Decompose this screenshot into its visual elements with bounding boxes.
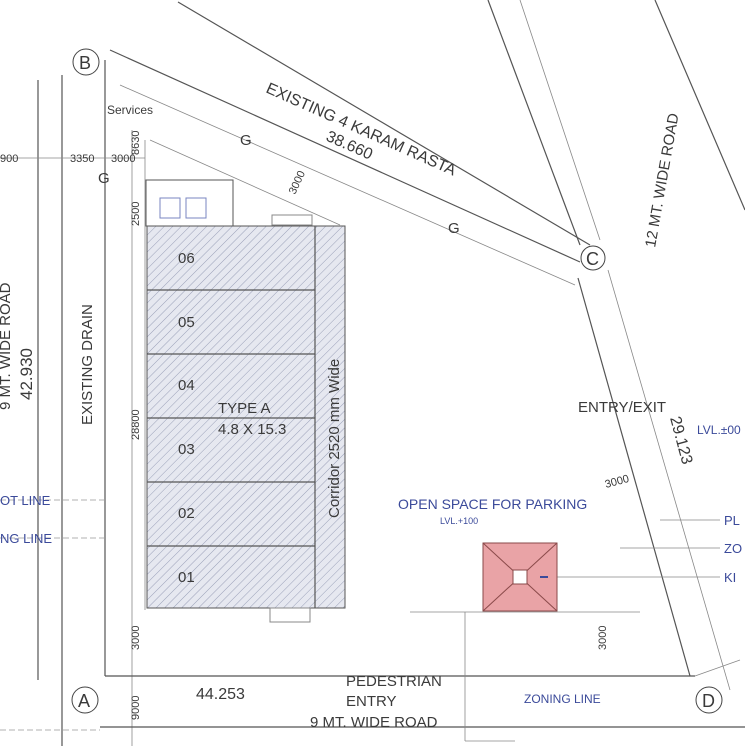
left-length: 42.930 [17, 348, 36, 400]
svg-text:C: C [586, 249, 599, 269]
unit-04: 04 [178, 377, 195, 394]
unit-01: 01 [178, 569, 195, 586]
parking-label: OPEN SPACE FOR PARKING [398, 496, 587, 512]
svg-text:B: B [79, 53, 91, 73]
right-road-label: 12 MT. WIDE ROAD [642, 112, 682, 249]
services-label: Services [107, 103, 153, 117]
entry-exit-label: ENTRY/EXIT [578, 399, 666, 416]
kiosk-right-label: KI [724, 570, 736, 585]
kiosk [482, 542, 558, 612]
services-block [145, 179, 313, 227]
zoning-line-bottom-label: ZONING LINE [524, 692, 601, 706]
left-boundary-lines [0, 60, 146, 746]
dim-9000: 9000 [130, 696, 142, 720]
dim-8630: 8630 [130, 131, 142, 155]
gas-line-marker: G [98, 170, 110, 187]
unit-labels: 06 05 04 03 02 01 [178, 250, 195, 586]
drain-label: EXISTING DRAIN [79, 304, 96, 425]
grid-marker-d: D [695, 686, 723, 714]
svg-text:A: A [78, 691, 90, 711]
gas-line-marker: G [240, 132, 252, 149]
grid-marker-c: C [580, 245, 606, 271]
dim-3000: 3000 [130, 626, 142, 650]
karam-rasta-label: EXISTING 4 KARAM RASTA [263, 80, 458, 179]
svg-text:D: D [702, 691, 715, 711]
parking-level: LVL.+100 [440, 516, 478, 526]
unit-06: 06 [178, 250, 195, 267]
zoning-line-left-label: NG LINE [0, 531, 52, 546]
grid-marker-a: A [71, 686, 99, 714]
right-length: 29.123 [666, 415, 695, 467]
entry-label: ENTRY [346, 693, 397, 710]
unit-05: 05 [178, 314, 195, 331]
dim-3000: 3000 [287, 169, 308, 196]
gas-line-marker: G [448, 220, 460, 237]
karam-rasta-lines [109, 1, 591, 286]
bottom-boundary-lines [0, 519, 745, 742]
dim-3000: 3000 [597, 626, 609, 650]
dim-2500: 2500 [130, 202, 142, 226]
pedestrian-label: PEDESTRIAN [346, 673, 442, 690]
dim-3000: 3000 [111, 153, 135, 165]
bottom-length: 44.253 [196, 686, 245, 703]
type-size: 4.8 X 15.3 [218, 421, 286, 438]
corridor-label: Corridor 2520 mm Wide [326, 359, 343, 518]
zoning-line-right-label: ZO [724, 541, 742, 556]
type-label: TYPE A [218, 400, 271, 417]
plot-line-right-label: PL [724, 513, 740, 528]
dim-900: 900 [0, 153, 18, 165]
plot-line-left-label: OT LINE [0, 493, 51, 508]
bottom-road-label: 9 MT. WIDE ROAD [310, 714, 438, 731]
dim-3000: 3000 [604, 473, 631, 491]
level-right-label: LVL.±00 [697, 423, 741, 437]
road-12mt-lines [487, 0, 745, 691]
dim-3350: 3350 [70, 153, 94, 165]
dim-28800: 28800 [130, 409, 142, 440]
unit-03: 03 [178, 441, 195, 458]
building [146, 225, 346, 623]
left-road-label: 9 MT. WIDE ROAD [0, 282, 14, 410]
grid-marker-b: B [72, 48, 100, 76]
unit-02: 02 [178, 505, 195, 522]
